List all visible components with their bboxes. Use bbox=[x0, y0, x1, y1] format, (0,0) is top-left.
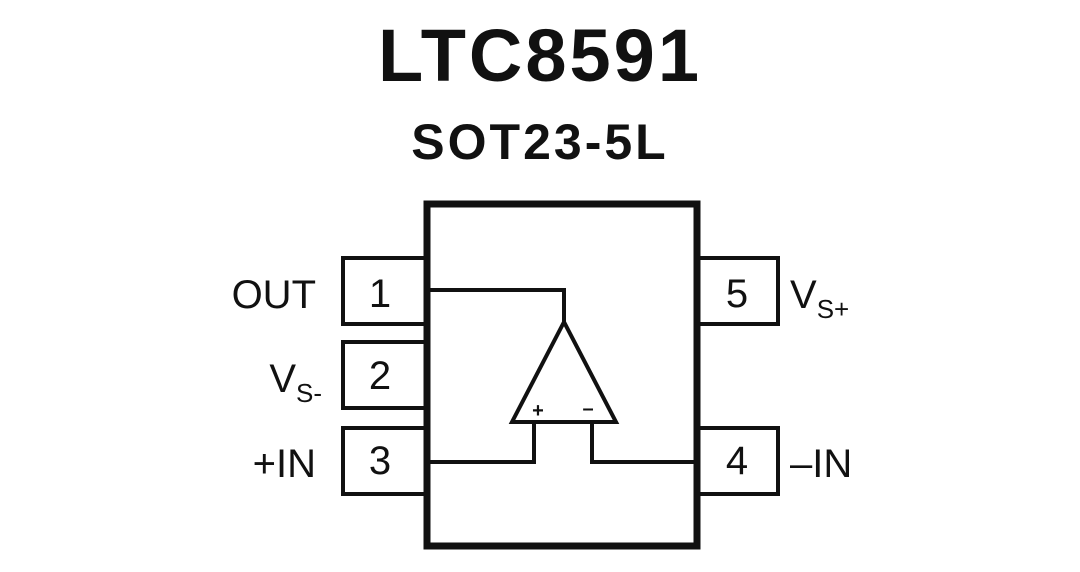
pin-2-label: VS- bbox=[269, 357, 322, 408]
minus-input-wire bbox=[590, 422, 694, 464]
pin-1-number: 1 bbox=[369, 272, 391, 316]
pin-1-label: OUT bbox=[232, 273, 316, 317]
pin-2-number: 2 bbox=[369, 354, 391, 398]
op-amp-symbol bbox=[508, 317, 620, 424]
pin-3-number: 3 bbox=[369, 439, 391, 483]
part-number-title: LTC8591 bbox=[378, 14, 702, 97]
plus-input-wire bbox=[430, 422, 536, 464]
op-amp-minus-sign: – bbox=[582, 398, 593, 420]
pin-5-tab bbox=[688, 256, 780, 326]
pin-5-number: 5 bbox=[726, 272, 748, 316]
pin-3-label: +IN bbox=[253, 442, 316, 486]
op-amp-plus-sign: + bbox=[532, 400, 544, 422]
pin-1-tab bbox=[341, 256, 435, 326]
package-subtitle: SOT23-5L bbox=[411, 114, 669, 170]
pin-4-number: 4 bbox=[726, 439, 748, 483]
output-wire bbox=[430, 288, 566, 322]
pin-4-label: –IN bbox=[790, 442, 852, 486]
pin-5-label: VS+ bbox=[790, 273, 849, 324]
